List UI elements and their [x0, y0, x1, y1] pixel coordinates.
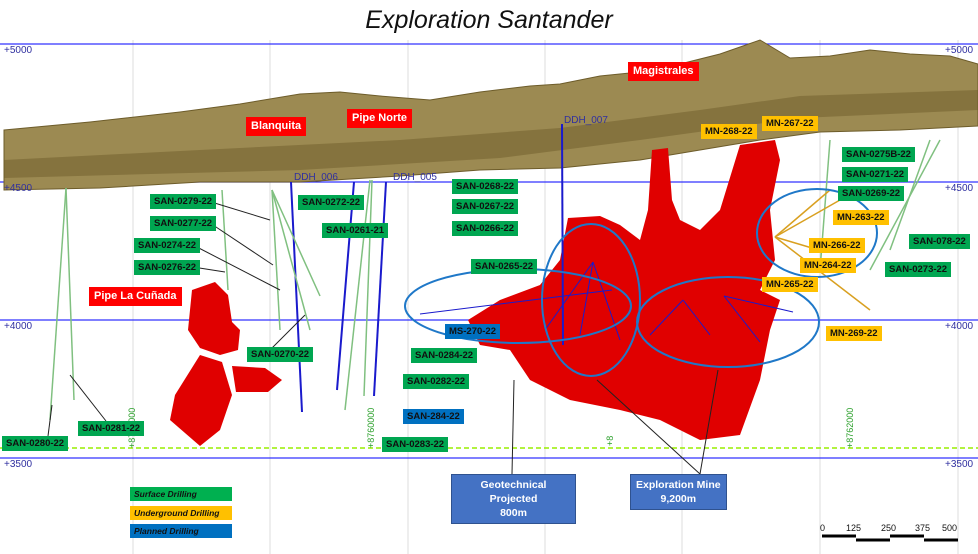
zone-label-magistrales: Magistrales: [628, 62, 699, 81]
page-title: Exploration Santander: [365, 6, 613, 34]
scale-label: 375: [915, 523, 931, 533]
underground-hole-label: MN-265-22: [762, 277, 818, 292]
underground-hole-label: MN-269-22: [826, 326, 882, 341]
surface-hole-label: SAN-0265-22: [471, 259, 538, 274]
orebody-pipe-la-cunada: [170, 282, 282, 446]
surface-hole-label: SAN-0267-22: [452, 199, 519, 214]
legend-surface: Surface Drilling: [130, 487, 232, 501]
elevation-label: +3500: [945, 459, 974, 470]
surface-hole-label: SAN-0274-22: [134, 238, 201, 253]
zone-label-blanquita: Blanquita: [246, 117, 307, 136]
easting-label: +8: [605, 435, 615, 446]
surface-hole-label: SAN-0281-22: [78, 421, 145, 436]
surface-hole-label: SAN-0280-22: [2, 436, 69, 451]
collar-label: DDH_006: [294, 172, 338, 183]
surface-hole-label: SAN-0279-22: [150, 194, 217, 209]
topography-layer: [4, 90, 978, 178]
collar-label: DDH_005: [393, 172, 437, 183]
leader-lines: [47, 200, 719, 475]
surface-hole-label: SAN-0275B-22: [842, 147, 915, 162]
surface-hole-label: SAN-0261-21: [322, 223, 389, 238]
callout-title: Exploration Mine: [636, 479, 721, 491]
surface-hole-label: SAN-0272-22: [298, 195, 365, 210]
surface-hole-label: SAN-0284-22: [411, 348, 478, 363]
target-ellipses: [404, 188, 878, 377]
easting-label: +8762000: [845, 407, 855, 448]
underground-hole-label: MN-267-22: [762, 116, 818, 131]
callout-value: 9,200m: [660, 493, 697, 505]
easting-label: +8760000: [366, 407, 376, 448]
underground-drill-traces: [774, 189, 871, 311]
underground-hole-label: MN-268-22: [701, 124, 757, 139]
surface-hole-label: SAN-0276-22: [134, 260, 201, 275]
scale-label: 250: [881, 523, 897, 533]
callout-value: 800m: [500, 507, 527, 519]
scale-label: 0: [820, 523, 826, 533]
legend-planned: Planned Drilling: [130, 524, 232, 538]
surface-hole-label: SAN-078-22: [909, 234, 970, 249]
callout-title: Geotechnical Projected: [480, 479, 547, 505]
surface-hole-label: SAN-0273-22: [885, 262, 952, 277]
underground-hole-label: MN-266-22: [809, 238, 865, 253]
scale-label: 125: [846, 523, 862, 533]
elevation-label: +5000: [4, 45, 33, 56]
underground-hole-label: MN-264-22: [800, 258, 856, 273]
underground-hole-label: MN-263-22: [833, 210, 889, 225]
surface-hole-label: SAN-0270-22: [247, 347, 314, 362]
surface-hole-label: SAN-0277-22: [150, 216, 217, 231]
surface-hole-label: SAN-0282-22: [403, 374, 470, 389]
collar-label: DDH_007: [564, 115, 608, 126]
elevation-label: +4500: [945, 183, 974, 194]
surface-hole-label: SAN-0266-22: [452, 221, 519, 236]
planned-drill-fans: [419, 261, 794, 343]
planned-hole-label: MS-270-22: [445, 324, 500, 339]
legend-underground: Underground Drilling: [130, 506, 232, 520]
scale-label: 500: [942, 523, 958, 533]
surface-hole-label: SAN-0283-22: [382, 437, 449, 452]
elevation-label: +4000: [945, 321, 974, 332]
zone-label-pipe-la-cunada: Pipe La Cuñada: [89, 287, 182, 306]
elevation-label: +3500: [4, 459, 33, 470]
collar-holes: [290, 123, 564, 413]
zone-label-pipe-norte: Pipe Norte: [347, 109, 413, 128]
planned-hole-label: SAN-284-22: [403, 409, 464, 424]
surface-hole-label: SAN-0271-22: [842, 167, 909, 182]
surface-hole-label: SAN-0268-22: [452, 179, 519, 194]
scale-bar: [822, 534, 958, 542]
elevation-label: +4000: [4, 321, 33, 332]
callout-geotechnical: Geotechnical Projected 800m: [451, 474, 576, 524]
elevation-label: +5000: [945, 45, 974, 56]
callout-exploration: Exploration Mine 9,200m: [630, 474, 727, 510]
surface-hole-label: SAN-0269-22: [838, 186, 905, 201]
surface-drill-traces: [49, 139, 941, 421]
elevation-label: +4500: [4, 183, 33, 194]
